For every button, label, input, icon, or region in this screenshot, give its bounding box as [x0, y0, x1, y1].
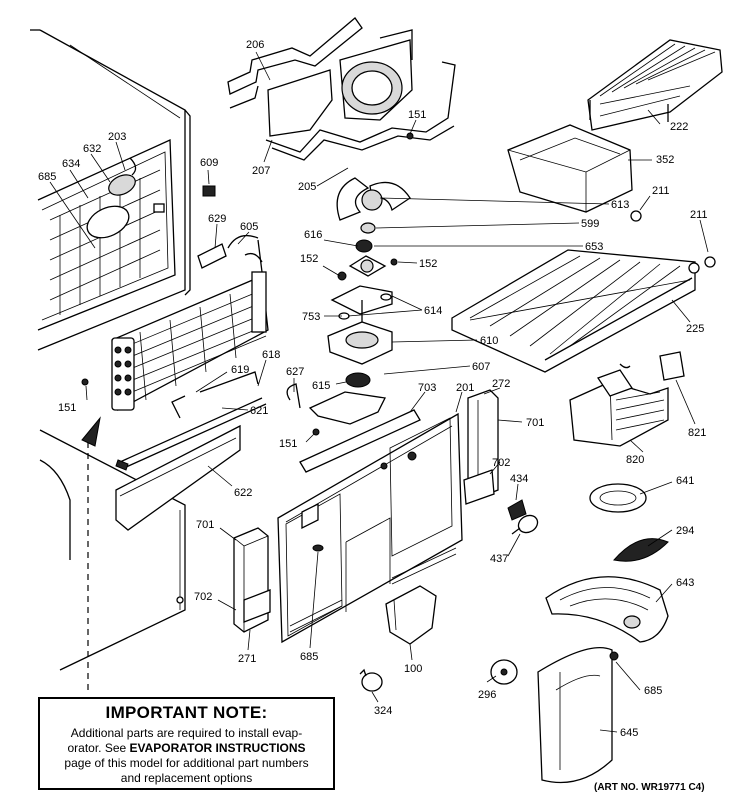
label-821: 821	[688, 427, 706, 439]
note-text: Additional parts are required to install…	[40, 726, 333, 786]
label-151: 151	[279, 438, 297, 450]
label-151: 151	[408, 109, 426, 121]
label-645: 645	[620, 727, 638, 739]
label-621: 621	[250, 405, 268, 417]
label-614: 614	[424, 305, 442, 317]
label-151: 151	[58, 402, 76, 414]
note-line-2: orator. See EVAPORATOR INSTRUCTIONS	[44, 741, 329, 756]
label-634: 634	[62, 158, 80, 170]
label-641: 641	[676, 475, 694, 487]
label-613: 613	[611, 199, 629, 211]
fan-housing	[227, 17, 456, 161]
label-753: 753	[302, 311, 320, 323]
leader-lines	[49, 51, 709, 733]
label-703: 703	[418, 382, 436, 394]
label-222: 222	[670, 121, 688, 133]
label-632: 632	[83, 143, 101, 155]
knob-324	[361, 672, 383, 692]
label-607: 607	[472, 361, 490, 373]
cover-645	[537, 647, 613, 784]
note-title: IMPORTANT NOTE:	[105, 703, 268, 722]
small-parts	[81, 185, 398, 436]
note-line-2-prefix: orator. See	[67, 741, 130, 755]
label-702: 702	[492, 457, 510, 469]
icemaker-820	[569, 363, 669, 447]
label-619: 619	[231, 364, 249, 376]
note-line-4: and replacement options	[120, 771, 253, 785]
lamp-assembly	[507, 499, 539, 535]
air-tower-right	[463, 389, 499, 505]
shield-294	[613, 538, 669, 562]
label-616: 616	[304, 229, 322, 241]
label-820: 820	[626, 454, 644, 466]
note-line-3: page of this model for additional part n…	[64, 756, 309, 770]
label-653: 653	[585, 241, 603, 253]
label-629: 629	[208, 213, 226, 225]
label-201: 201	[456, 382, 474, 394]
label-701: 701	[526, 417, 544, 429]
duct-100	[385, 585, 437, 645]
fan-motor	[308, 177, 411, 425]
label-685: 685	[644, 685, 662, 697]
label-207: 207	[252, 165, 270, 177]
label-352: 352	[656, 154, 674, 166]
art-number: (ART NO. WR19771 C4)	[594, 782, 705, 793]
label-609: 609	[200, 157, 218, 169]
label-272: 272	[492, 378, 510, 390]
label-211: 211	[690, 209, 708, 221]
label-296: 296	[478, 689, 496, 701]
label-610: 610	[480, 335, 498, 347]
shelf-225	[451, 210, 716, 373]
clip-821	[659, 351, 685, 381]
label-599: 599	[581, 218, 599, 230]
label-294: 294	[676, 525, 694, 537]
evaporator-coil	[111, 239, 269, 412]
label-205: 205	[298, 181, 316, 193]
label-211: 211	[652, 185, 670, 197]
label-324: 324	[374, 705, 392, 717]
label-271: 271	[238, 653, 256, 665]
label-643: 643	[676, 577, 694, 589]
cover-641	[589, 483, 647, 513]
air-tower-left	[233, 527, 271, 633]
label-622: 622	[234, 487, 252, 499]
important-note-box: IMPORTANT NOTE: Additional parts are req…	[38, 697, 335, 790]
note-line-1: Additional parts are required to install…	[70, 726, 303, 740]
label-685: 685	[300, 651, 318, 663]
label-615: 615	[312, 380, 330, 392]
bin-352	[507, 124, 633, 213]
label-437: 437	[490, 553, 508, 565]
shelf-222	[587, 39, 723, 131]
part-labels: 206 207 205 151 222 352 211 211 609 613 …	[38, 39, 708, 739]
cabinet-drawing	[30, 29, 191, 671]
label-225: 225	[686, 323, 704, 335]
label-152: 152	[300, 253, 318, 265]
label-605: 605	[240, 221, 258, 233]
cover-643	[545, 576, 669, 643]
label-100: 100	[404, 663, 422, 675]
label-685: 685	[38, 171, 56, 183]
arrow-head	[81, 416, 101, 447]
label-627: 627	[286, 366, 304, 378]
label-152: 152	[419, 258, 437, 270]
label-203: 203	[108, 131, 126, 143]
label-702: 702	[194, 591, 212, 603]
evaporator-instructions-emphasis: EVAPORATOR INSTRUCTIONS	[129, 741, 306, 755]
label-701: 701	[196, 519, 214, 531]
label-206: 206	[246, 39, 264, 51]
rear-panel	[277, 412, 463, 644]
drain-trough	[115, 371, 267, 531]
label-618: 618	[262, 349, 280, 361]
bar-703	[299, 409, 421, 473]
label-434: 434	[510, 473, 528, 485]
